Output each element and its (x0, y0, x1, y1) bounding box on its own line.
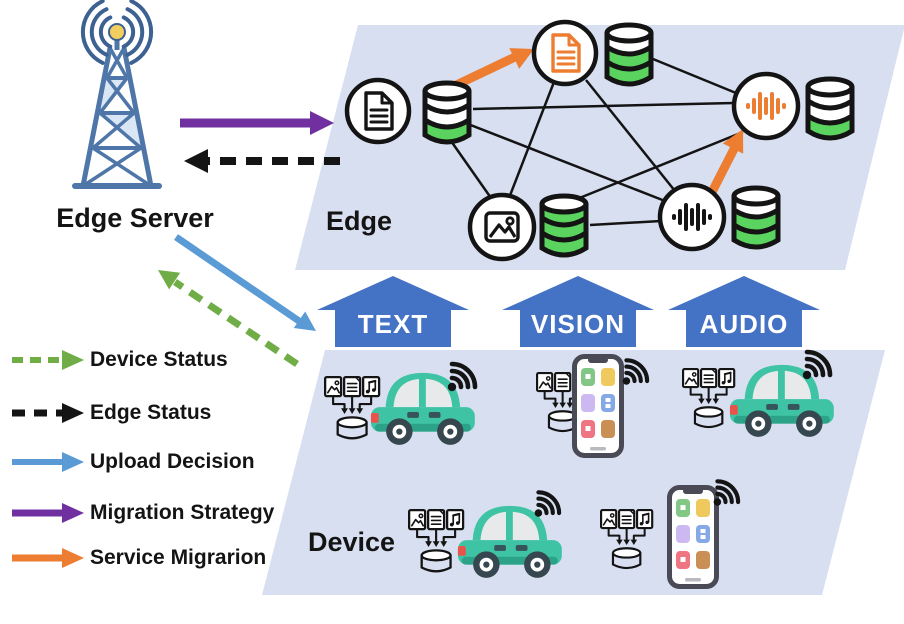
text-modality-arrow (317, 276, 469, 347)
edge-server-label: Edge Server (56, 203, 214, 233)
antenna-light (108, 23, 126, 41)
radio-waves-icon (80, 0, 154, 65)
document-icon (551, 33, 581, 73)
service-mesh-links (449, 57, 744, 227)
legend-swatch-upload-decision (12, 452, 84, 472)
audio-service-node (657, 182, 727, 252)
legend-swatch-device-status (12, 350, 84, 370)
database-icon (607, 25, 651, 84)
legend-label-service-migration: Service Migrarion (90, 546, 267, 569)
legend-swatch-migration-strategy (12, 503, 84, 523)
device-status-arrow (158, 270, 299, 367)
legend-label-upload-decision: Upload Decision (90, 450, 255, 473)
cell-tower-icon (72, 0, 162, 189)
smartphone-device (670, 488, 717, 587)
edge-layer-label: Edge (326, 206, 393, 236)
text-arrow-label: TEXT (357, 309, 429, 339)
vision-modality-arrow (502, 276, 654, 347)
service-migration-arrow (707, 129, 744, 195)
audio-service-node-migrated (731, 71, 801, 141)
smartphone-device (575, 357, 622, 456)
upload-decision-arrow (174, 234, 316, 331)
vision-arrow-label: VISION (530, 309, 626, 339)
edge-status-arrow (184, 149, 340, 173)
audio-arrow-label: AUDIO (699, 309, 789, 339)
text-service-node-migrated (531, 19, 599, 87)
database-icon (734, 188, 778, 247)
legend-label-migration-strategy: Migration Strategy (90, 501, 275, 524)
migration-strategy-arrow (180, 111, 334, 135)
legend-swatch-service-migration (12, 548, 84, 568)
legend-label-edge-status: Edge Status (90, 401, 212, 424)
audio-modality-arrow (668, 276, 820, 347)
legend-label-device-status: Device Status (90, 348, 228, 371)
database-icon (542, 196, 586, 255)
database-icon (425, 83, 469, 142)
image-icon (484, 211, 520, 243)
vision-service-node (467, 192, 537, 262)
database-icon (808, 79, 852, 138)
device-layer-label: Device (308, 527, 396, 557)
document-icon (364, 91, 394, 131)
legend-swatch-edge-status (12, 403, 84, 423)
text-service-node (344, 77, 412, 145)
